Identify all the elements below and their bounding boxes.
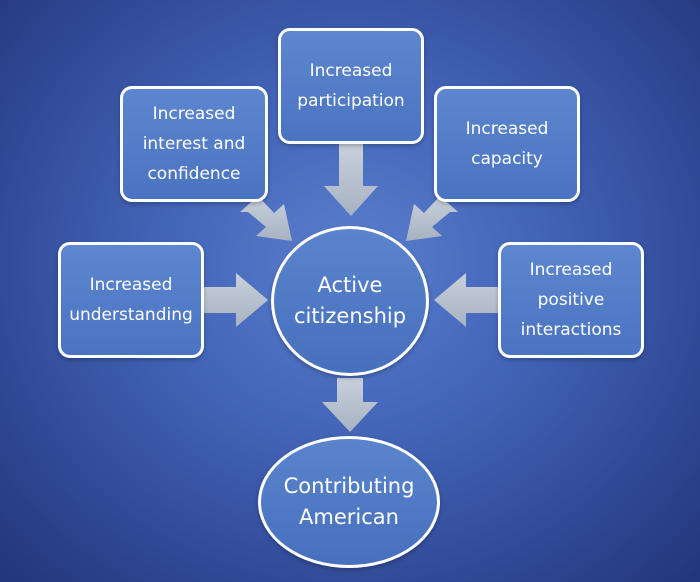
node-increased-understanding: Increased understanding [58, 242, 204, 358]
node-increased-interest-and-confidence: Increased interest and confidence [120, 86, 268, 202]
node-label: Contributing American [283, 474, 415, 529]
node-label: Increased understanding [69, 275, 193, 325]
node-contributing-american: Contributing American [258, 436, 440, 568]
node-label: Increased positive interactions [520, 260, 622, 340]
node-active-citizenship: Active citizenship [271, 226, 429, 376]
arrow-interest-to-center [240, 196, 292, 241]
node-increased-capacity: Increased capacity [434, 86, 580, 202]
node-increased-positive-interactions: Increased positive interactions [498, 242, 644, 358]
node-label: Increased interest and confidence [142, 104, 246, 184]
arrow-capacity-to-center [406, 196, 458, 241]
arrow-understanding-to-center [204, 273, 268, 327]
node-label: Increased participation [297, 61, 405, 111]
arrow-positive-to-center [434, 273, 498, 327]
arrow-participation-to-center [324, 144, 378, 216]
node-label: Increased capacity [465, 119, 549, 169]
node-increased-participation: Increased participation [278, 28, 424, 144]
arrow-center-to-outcome [322, 378, 378, 432]
node-label: Active citizenship [293, 273, 407, 328]
